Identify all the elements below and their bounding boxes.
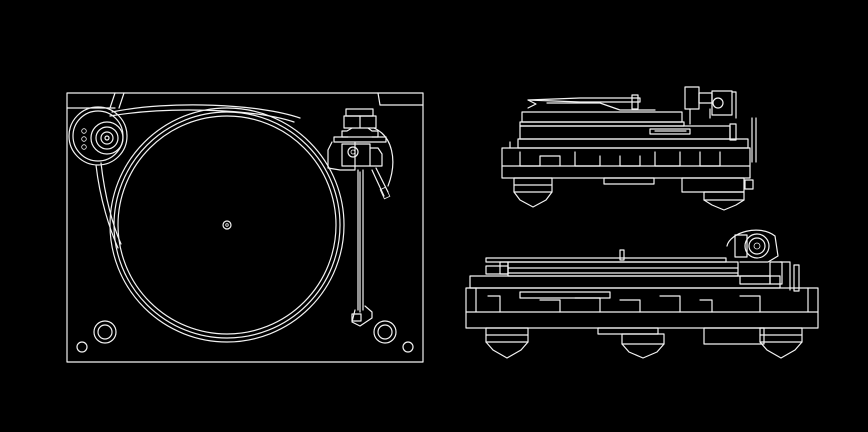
turntable-front-side-view	[465, 229, 819, 359]
motor-pulley	[68, 106, 128, 166]
counterweight-cap	[345, 108, 374, 117]
anti-skate-arc	[373, 127, 394, 187]
headshell	[351, 305, 373, 327]
cue-lever	[371, 167, 389, 197]
front-hinge-post	[793, 264, 800, 292]
speed-indicator-dots	[81, 128, 87, 150]
drive-belt-upper-inner	[109, 109, 295, 123]
front-plinth	[465, 287, 819, 329]
turntable-top-view	[66, 92, 424, 363]
front-feet	[485, 327, 803, 359]
front-headshell	[726, 229, 779, 263]
side-tonearm-tube	[527, 97, 641, 103]
side-platter-top	[521, 111, 683, 123]
front-motor-block	[703, 327, 765, 345]
front-plinth-upper	[469, 275, 781, 289]
plinth-feet	[76, 320, 414, 353]
side-dust-hinge	[751, 117, 757, 163]
side-counterweight	[684, 86, 700, 110]
platter	[109, 107, 345, 343]
pivot-screw	[347, 146, 359, 158]
turntable-rear-side-view	[501, 86, 757, 211]
cartridge	[351, 313, 362, 322]
front-spindle	[619, 249, 625, 261]
tonearm-tube	[357, 169, 364, 311]
front-cartridge-dial	[744, 233, 770, 259]
side-plinth	[501, 147, 751, 179]
plinth-chamfer-lines	[109, 92, 424, 109]
tonearm	[327, 108, 397, 344]
side-platter-body	[519, 125, 731, 140]
arm-rest	[373, 320, 397, 344]
side-plinth-upper	[517, 138, 749, 149]
tonearm-pivot-housing	[341, 143, 371, 167]
side-feet-upper	[513, 177, 745, 211]
side-pivot-housing	[711, 90, 733, 116]
drive-belt-upper	[111, 104, 301, 119]
tonearm-bearing-bar	[333, 136, 387, 143]
front-platter	[507, 261, 739, 277]
side-motor-block	[681, 177, 745, 193]
plinth-outline	[66, 92, 424, 363]
